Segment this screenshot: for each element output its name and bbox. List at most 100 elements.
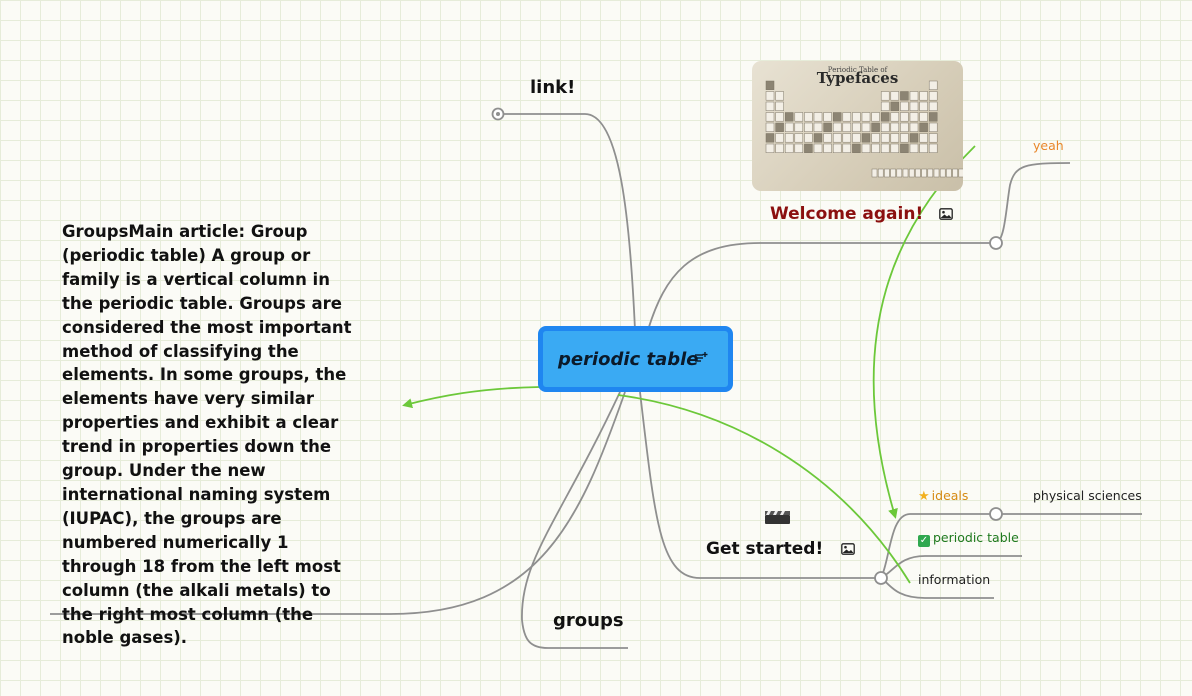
picture-icon xyxy=(841,543,855,555)
topic-groups[interactable]: groups xyxy=(553,610,624,631)
element-cell xyxy=(765,112,775,122)
periodic-typefaces-image[interactable]: Periodic Table of Typefaces xyxy=(752,61,963,191)
element-cell xyxy=(900,133,909,143)
element-cell xyxy=(823,122,832,132)
element-cell xyxy=(784,122,794,132)
lanthanide-cell xyxy=(908,168,915,178)
element-cell xyxy=(890,101,900,111)
branch-get-started xyxy=(639,391,881,579)
element-cell xyxy=(900,101,909,111)
collapse-handle-welcome[interactable] xyxy=(989,236,1003,250)
element-cell xyxy=(813,143,823,153)
element-cell xyxy=(900,91,909,101)
element-cell xyxy=(804,133,813,143)
groups-note-topic[interactable]: GroupsMain article: Group (periodic tabl… xyxy=(62,222,352,648)
element-cell xyxy=(861,133,871,143)
element-cell xyxy=(900,122,909,132)
topic-get-started[interactable]: Get started! xyxy=(706,539,855,559)
element-cell xyxy=(871,143,880,153)
checkmark-icon: ✓ xyxy=(918,535,930,547)
element-cell xyxy=(775,91,784,101)
element-cell xyxy=(765,91,775,101)
element-cell xyxy=(784,133,794,143)
periodic-grid-graphic xyxy=(765,80,963,178)
element-cell xyxy=(928,80,938,90)
notes-icon[interactable] xyxy=(694,351,708,365)
lanthanide-cell xyxy=(902,168,909,178)
topic-welcome[interactable]: Welcome again! xyxy=(770,204,953,224)
element-cell xyxy=(871,122,880,132)
element-cell xyxy=(842,133,852,143)
element-cell xyxy=(900,143,909,153)
element-cell xyxy=(919,143,928,153)
lanthanide-cell xyxy=(896,168,903,178)
element-cell xyxy=(880,122,890,132)
element-cell xyxy=(832,133,842,143)
topic-physical-sciences[interactable]: physical sciences xyxy=(1033,488,1142,503)
element-cell xyxy=(813,122,823,132)
element-cell xyxy=(909,91,919,101)
image-subtitle: Periodic Table of xyxy=(827,66,888,74)
element-cell xyxy=(919,122,928,132)
topic-link[interactable]: link! xyxy=(530,77,576,98)
welcome-label: Welcome again! xyxy=(770,204,924,224)
element-cell xyxy=(890,122,900,132)
lanthanide-cell xyxy=(933,168,940,178)
element-cell xyxy=(928,112,938,122)
topic-information[interactable]: information xyxy=(918,572,991,587)
topic-yeah[interactable]: yeah xyxy=(1033,138,1064,153)
branch-groups-note xyxy=(50,391,626,615)
collapse-handle-ideals[interactable] xyxy=(989,507,1003,521)
element-cell xyxy=(842,122,852,132)
element-cell xyxy=(928,91,938,101)
element-cell xyxy=(928,101,938,111)
element-cell xyxy=(765,133,775,143)
element-cell xyxy=(813,133,823,143)
element-cell xyxy=(909,122,919,132)
central-topic[interactable]: periodic table xyxy=(538,326,733,392)
get-started-label: Get started! xyxy=(706,539,824,559)
relation-arrow-down xyxy=(872,145,976,519)
element-cell xyxy=(823,133,832,143)
element-cell xyxy=(871,112,880,122)
lanthanide-cell xyxy=(939,168,946,178)
element-cell xyxy=(861,143,871,153)
topic-ideals[interactable]: ★ideals xyxy=(918,488,968,504)
element-cell xyxy=(909,112,919,122)
lanthanide-cell xyxy=(884,168,890,178)
lanthanide-cell xyxy=(958,168,963,178)
element-cell xyxy=(880,143,890,153)
lanthanide-cell xyxy=(927,168,934,178)
lanthanide-cell xyxy=(952,168,958,178)
element-cell xyxy=(804,122,813,132)
element-cell xyxy=(775,101,784,111)
topic-periodic-table-sub[interactable]: ✓periodic table xyxy=(918,530,1019,547)
element-cell xyxy=(900,112,909,122)
element-cell xyxy=(928,122,938,132)
element-cell xyxy=(794,112,804,122)
element-cell xyxy=(852,133,861,143)
lanthanide-cell xyxy=(877,168,884,178)
image-title: Typefaces xyxy=(816,69,899,87)
element-cell xyxy=(765,143,775,153)
branch-welcome xyxy=(647,242,996,331)
element-cell xyxy=(775,122,784,132)
element-cell xyxy=(842,112,852,122)
element-cell xyxy=(919,91,928,101)
branch-yeah xyxy=(995,162,1071,244)
star-icon: ★ xyxy=(918,489,930,504)
lanthanide-cell xyxy=(871,168,878,178)
element-cell xyxy=(928,143,938,153)
element-cell xyxy=(890,133,900,143)
element-cell xyxy=(823,143,832,153)
element-cell xyxy=(794,133,804,143)
element-cell xyxy=(871,133,880,143)
ideals-label: ideals xyxy=(931,488,969,503)
element-cell xyxy=(765,80,775,90)
element-cell xyxy=(832,122,842,132)
element-cell xyxy=(775,112,784,122)
element-cell xyxy=(832,143,842,153)
element-cell xyxy=(765,122,775,132)
collapse-handle-get-started[interactable] xyxy=(874,571,888,585)
